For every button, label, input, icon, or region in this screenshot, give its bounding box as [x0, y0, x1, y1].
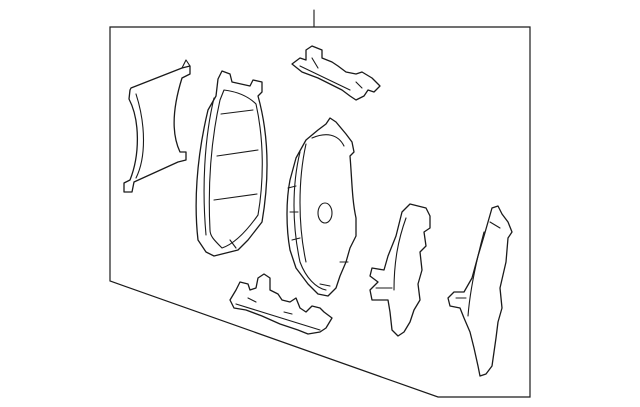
- shim-right-a: [369, 203, 431, 337]
- inner-brake-pad: [195, 70, 268, 257]
- outer-brake-pad: [286, 117, 357, 297]
- shim-right-b: [447, 205, 513, 377]
- clip-upper: [291, 45, 381, 101]
- shim-left: [123, 59, 191, 193]
- clip-lower: [229, 273, 333, 335]
